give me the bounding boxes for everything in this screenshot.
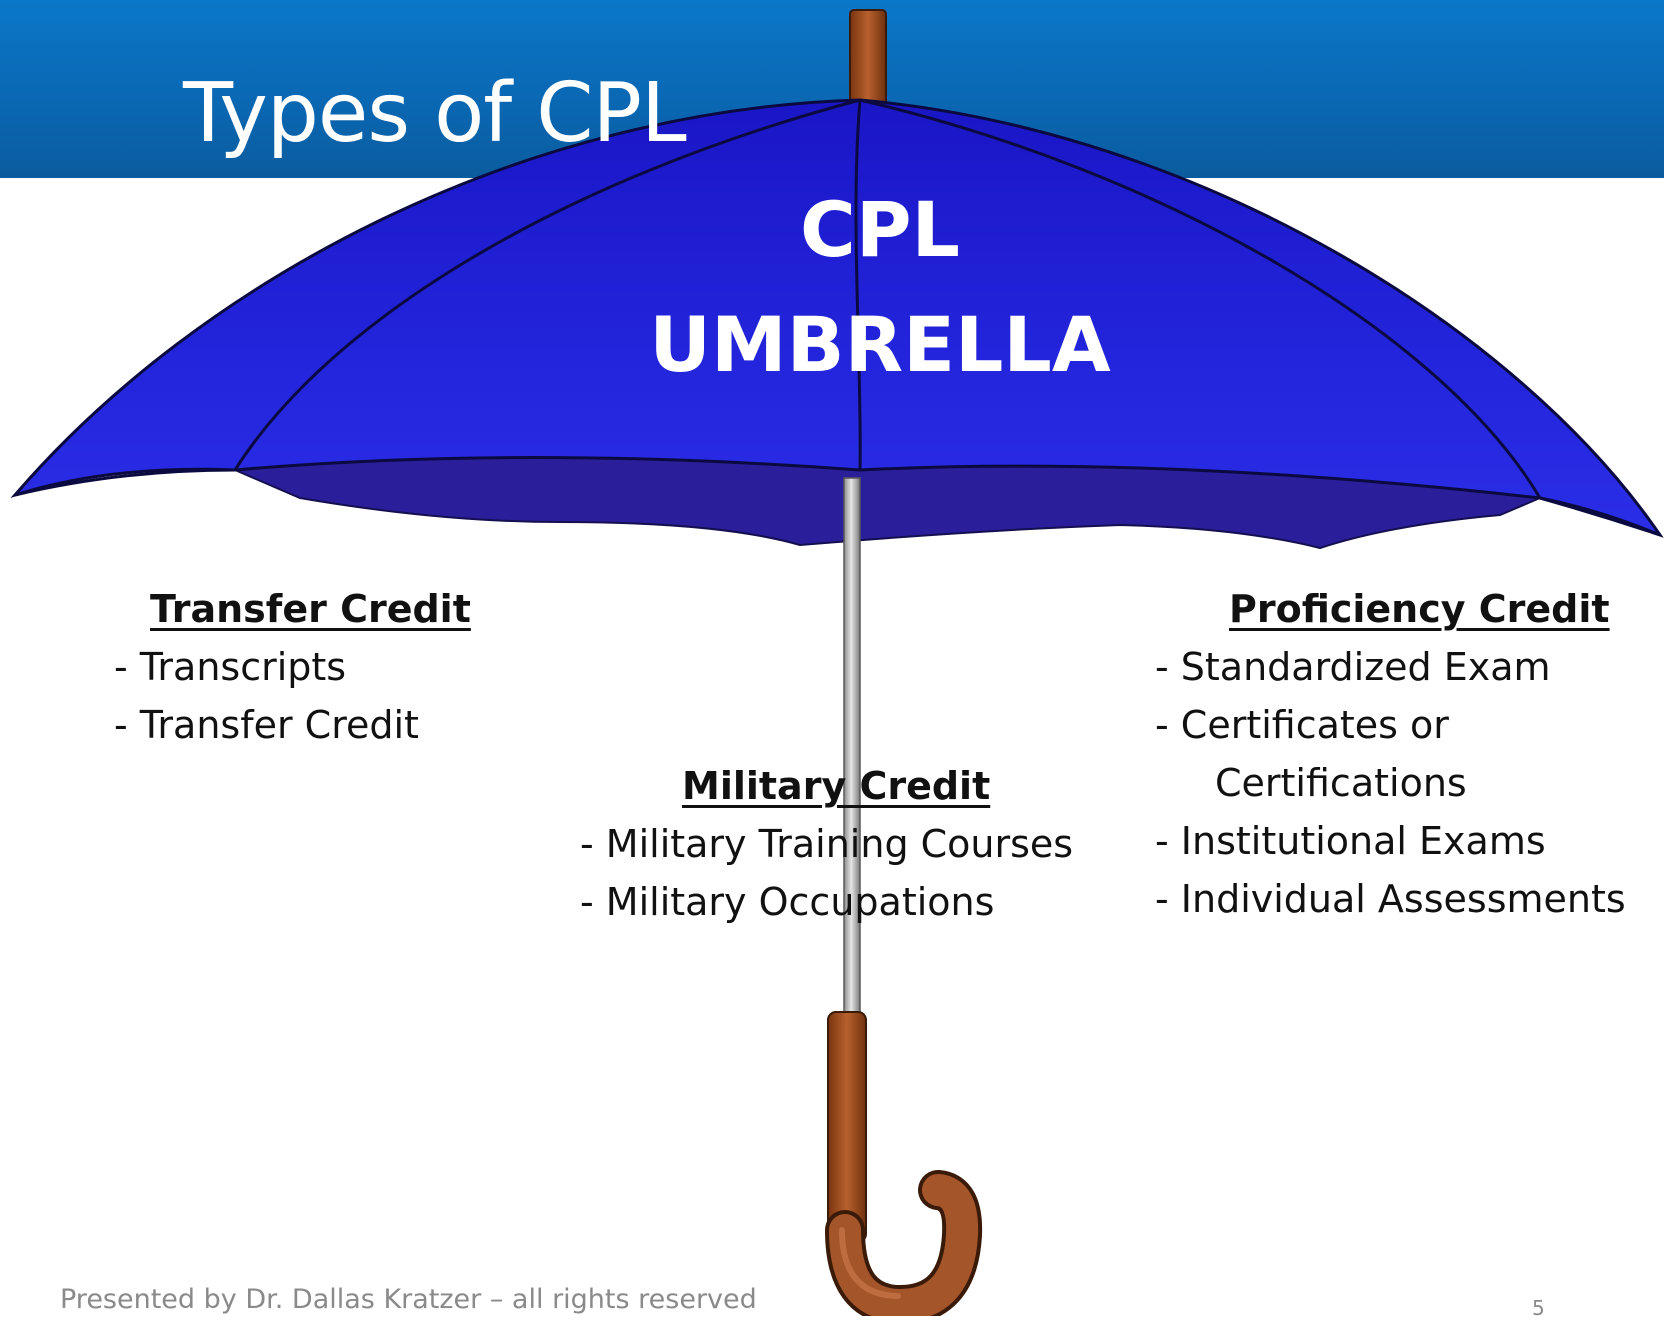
proficiency-credit-heading: Proficiency Credit bbox=[1229, 587, 1610, 631]
canopy-label-cpl: CPL bbox=[800, 185, 960, 274]
military-credit-group: Military Credit - Military Training Cour… bbox=[580, 757, 1073, 931]
military-credit-list: - Military Training Courses - Military O… bbox=[580, 815, 1073, 931]
military-credit-heading: Military Credit bbox=[682, 764, 991, 808]
umbrella-shaft bbox=[843, 477, 861, 1019]
list-item: - Certificates or bbox=[1155, 703, 1449, 747]
proficiency-credit-list: - Standardized Exam - Certificates or Ce… bbox=[1155, 638, 1626, 928]
slide-number: 5 bbox=[1532, 1296, 1545, 1320]
proficiency-credit-group: Proficiency Credit - Standardized Exam -… bbox=[1155, 580, 1626, 928]
list-item: - Military Occupations bbox=[580, 880, 995, 924]
list-item: - Transcripts bbox=[114, 645, 347, 689]
list-item: - Institutional Exams bbox=[1155, 819, 1546, 863]
transfer-credit-group: Transfer Credit - Transcripts - Transfer… bbox=[114, 580, 471, 754]
list-item: - Standardized Exam bbox=[1155, 645, 1551, 689]
list-item: - Military Training Courses bbox=[580, 822, 1074, 866]
umbrella-finial bbox=[849, 9, 887, 111]
canopy-label-umbrella: UMBRELLA bbox=[649, 300, 1111, 389]
footer-credit: Presented by Dr. Dallas Kratzer – all ri… bbox=[60, 1284, 757, 1315]
transfer-credit-list: - Transcripts - Transfer Credit bbox=[114, 638, 471, 754]
list-item: - Individual Assessments bbox=[1155, 877, 1626, 921]
slide-title: Types of CPL bbox=[183, 66, 687, 161]
list-item: - Transfer Credit bbox=[114, 703, 419, 747]
list-item: Certifications bbox=[1215, 761, 1467, 805]
transfer-credit-heading: Transfer Credit bbox=[150, 587, 471, 631]
